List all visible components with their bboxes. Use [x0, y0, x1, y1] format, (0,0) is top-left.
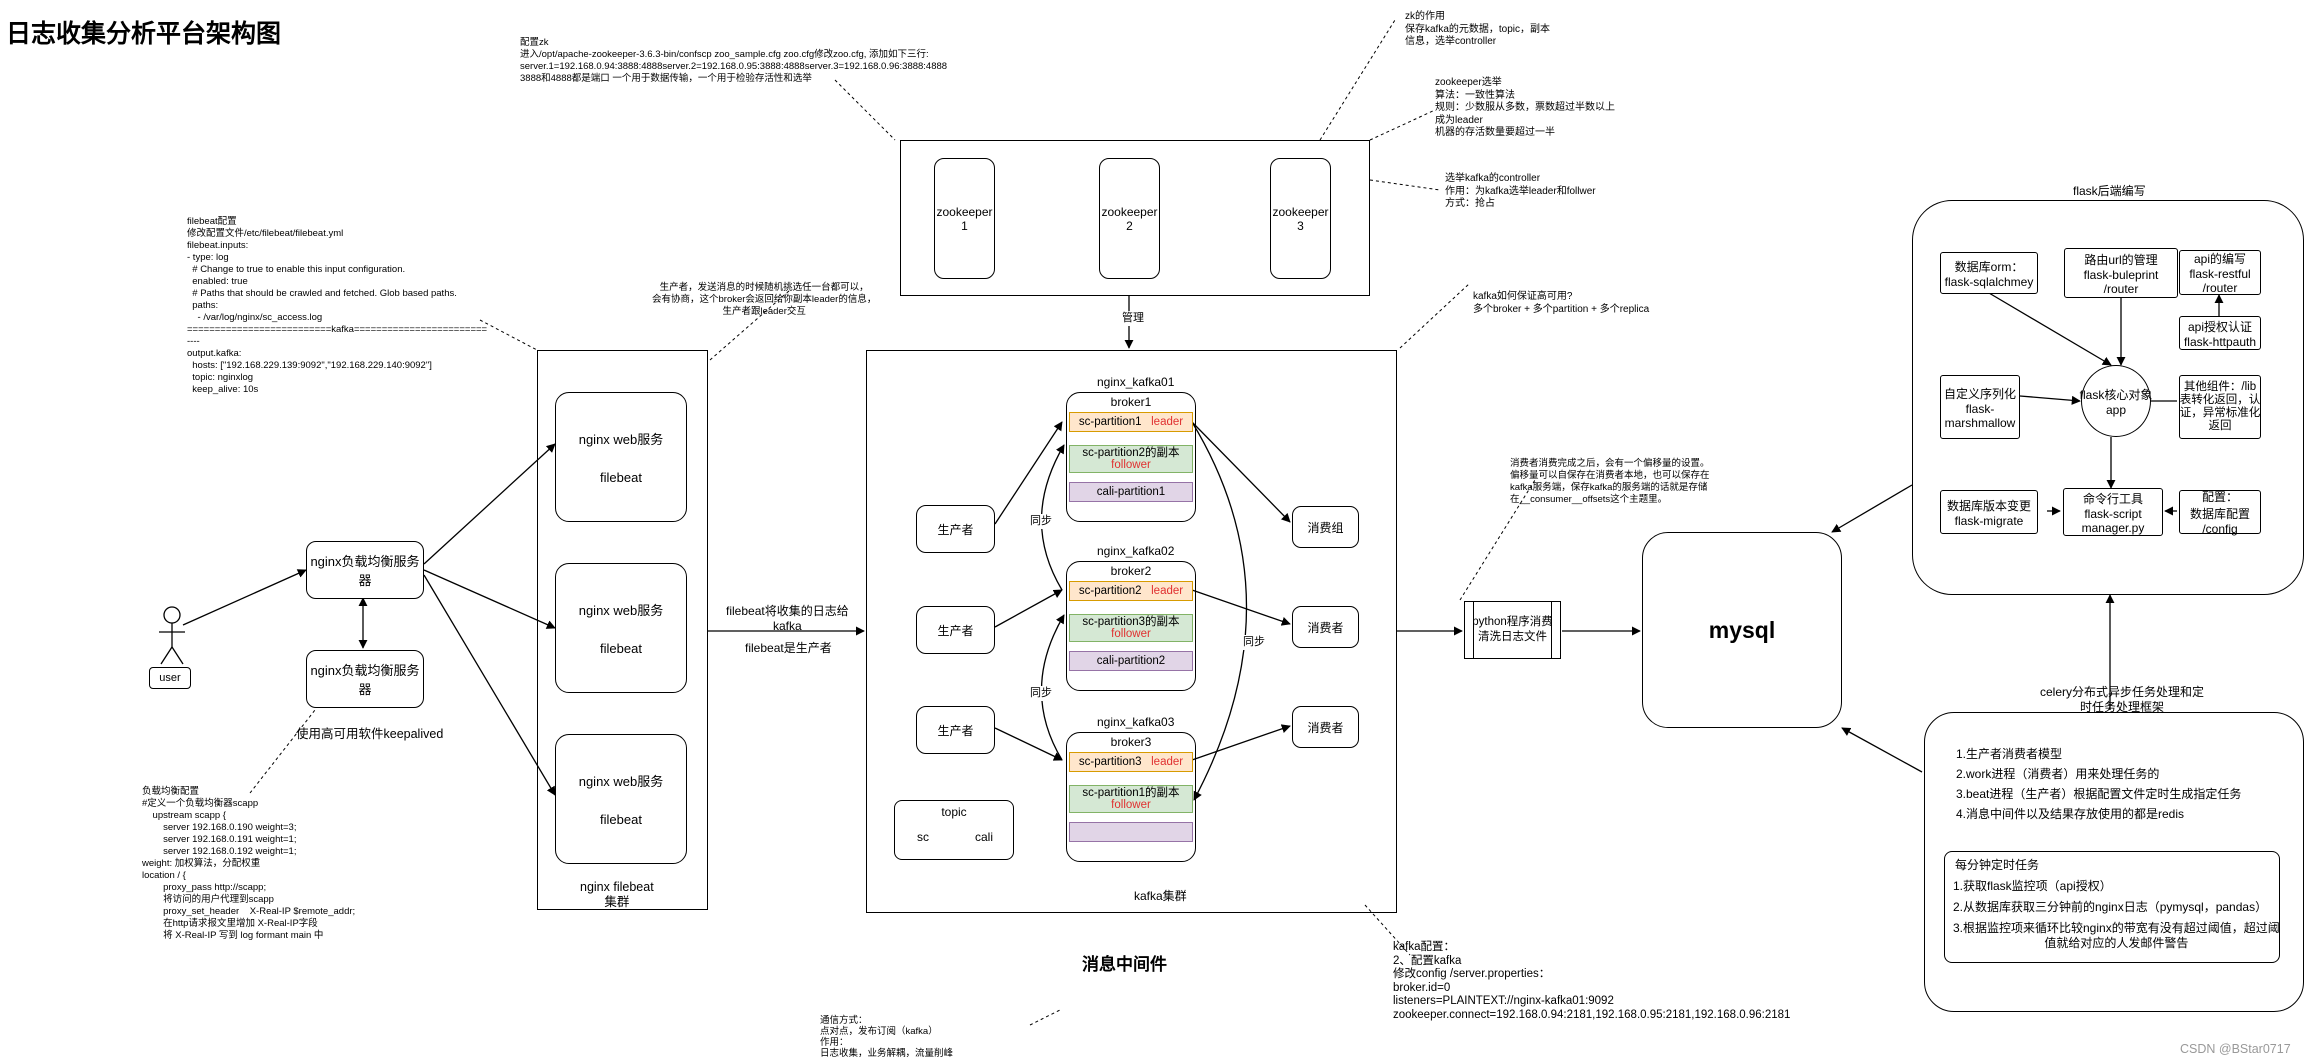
partition-cali-2: cali-partition2 [1069, 651, 1193, 671]
producer-note: 生产者，发送消息的时候随机挑选任一台都可以， 会有协商，这个broker会返回给… [652, 282, 877, 317]
broker-host-2: nginx_kafka02 [1097, 544, 1175, 558]
broker-name-1: broker1 [1110, 395, 1152, 409]
sync-label-3: 同步 [1243, 635, 1265, 650]
flask-migrate: 数据库版本变更 flask-migrate [1940, 490, 2038, 534]
scheduled-task-3: 3.根据监控项来循环比较nginx的带宽有没有超过阈值，超过阈 值就给对应的人发… [1953, 921, 2280, 950]
zk-role-note: zk的作用 保存kafka的元数据，topic，副本 信息，选举controll… [1405, 11, 1551, 47]
consumer-group: 消费组 [1292, 506, 1359, 548]
partition-cali-1: cali-partition1 [1069, 482, 1193, 502]
flask-core-app: flask核心对象 app [2080, 365, 2152, 437]
consumer-1: 消费者 [1292, 606, 1359, 648]
zk-election-note: zookeeper选举 算法：一致性算法 规则：少数服从多数，票数超过半数以上 … [1435, 77, 1615, 138]
flask-lib: 其他组件：/lib 表转化返回，认 证，异常标准化 返回 [2179, 375, 2261, 439]
filebeat-to-kafka-label: filebeat将收集的日志给 kafka [726, 604, 849, 633]
zookeeper-node-2: zookeeper 2 [1099, 158, 1160, 279]
consumer-2: 消费者 [1292, 706, 1359, 748]
nginx-filebeat-cluster [537, 350, 708, 910]
python-consumer: python程序消费 清洗日志文件 [1464, 601, 1561, 659]
celery-point-2: 2.work进程（消费者）用来处理任务的 [1956, 767, 2160, 781]
celery-framework [1924, 712, 2304, 1012]
flask-backend [1912, 200, 2304, 595]
broker-name-3: broker3 [1110, 735, 1152, 749]
flask-orm: 数据库orm： flask-sqlalchmey [1940, 252, 2038, 294]
kafka-config-note: kafka配置： 2、配置kafka 修改config /server.prop… [1393, 941, 1791, 1021]
lb-config-note: 负载均衡配置 #定义一个负载均衡器scapp upstream scapp { … [142, 786, 356, 941]
broker-3: broker3 sc-partition3 leader sc-partitio… [1066, 732, 1196, 862]
sync-label-2: 同步 [1030, 686, 1052, 701]
celery-title: celery分布式异步任务处理和定 时任务处理框架 [2040, 685, 2205, 714]
producer-3: 生产者 [916, 706, 995, 754]
scheduled-task-2: 2.从数据库获取三分钟前的nginx日志（pymysql，pandas） [1953, 900, 2268, 914]
zookeeper-node-3: zookeeper 3 [1270, 158, 1331, 279]
flask-router: 路由url的管理 flask-buleprint /router [2064, 248, 2178, 298]
watermark: CSDN @BStar0717 [2180, 1042, 2291, 1056]
topic-cali: cali [975, 830, 994, 844]
broker-name-2: broker2 [1110, 564, 1152, 578]
page-title: 日志收集分析平台架构图 [6, 20, 282, 48]
producer-2: 生产者 [916, 606, 995, 654]
celery-point-1: 1.生产者消费者模型 [1956, 747, 2063, 761]
nginx-load-balancer: nginx负载均衡服务器 [306, 541, 424, 599]
filebeat-producer-label: filebeat是生产者 [745, 641, 832, 655]
flask-httpauth: api授权认证 flask-httpauth [2179, 316, 2261, 350]
broker-2: broker2 sc-partition2 leader sc-partitio… [1066, 561, 1196, 691]
flask-script: 命令行工具 flask-script manager.py [2063, 488, 2163, 536]
kafka-cluster [866, 350, 1397, 913]
celery-point-3: 3.beat进程（生产者）根据配置文件定时生成指定任务 [1956, 787, 2242, 801]
message-middleware-label: 消息中间件 [1082, 955, 1167, 974]
scheduled-task-title: 每分钟定时任务 [1955, 858, 2040, 872]
broker-1: broker1 sc-partition1 leader sc-partitio… [1066, 392, 1196, 522]
nginx-load-balancer-backup: nginx负载均衡服务器 [306, 650, 424, 708]
topic-box: topic sc cali [894, 800, 1014, 860]
partition-sc-2-leader: sc-partition2 leader [1069, 581, 1193, 601]
celery-point-4: 4.消息中间件以及结果存放使用的都是redis [1956, 807, 2185, 821]
broker-host-1: nginx_kafka01 [1097, 375, 1175, 389]
python-consumer-label: python程序消费 清洗日志文件 [1472, 616, 1553, 643]
zookeeper-node-1: zookeeper 1 [934, 158, 995, 279]
flask-title: flask后端编写 [2073, 184, 2146, 198]
flask-restful: api的编写 flask-restful /router [2179, 250, 2261, 295]
flask-marshmallow: 自定义序列化 flask- marshmallow [1940, 375, 2020, 439]
keepalived-label: 使用高可用软件keepalived [296, 727, 444, 741]
scheduled-task-1: 1.获取flask监控项（api授权） [1953, 879, 2112, 893]
communication-note: 通信方式： 点对点，发布订阅（kafka） 作用： 日志收集，业务解耦，流量削峰 [820, 1015, 954, 1059]
zk-controller-note: 选举kafka的controller 作用：为kafka选举leader和fol… [1445, 173, 1596, 209]
filebeat-config-note: filebeat配置 修改配置文件/etc/filebeat/filebeat.… [187, 216, 488, 395]
consumer-offset-note: 消费者消费完成之后，会有一个偏移量的设置。 偏移量可以自保存在消费者本地，也可以… [1510, 458, 1710, 505]
zk-config-note: 配置zk 进入/opt/apache-zookeeper-3.6.3-bin/c… [520, 37, 948, 84]
flask-config: 配置： 数据库配置 /config [2179, 490, 2261, 536]
nginx-cluster-label: nginx filebeat 集群 [580, 880, 654, 909]
partition-empty [1069, 822, 1193, 842]
broker-host-3: nginx_kafka03 [1097, 715, 1175, 729]
topic-sc: sc [917, 830, 929, 844]
partition-sc-3-leader: sc-partition3 leader [1069, 752, 1193, 772]
partition-sc-1-leader: sc-partition1 leader [1069, 412, 1193, 432]
topic-title: topic [941, 805, 967, 819]
kafka-cluster-label: kafka集群 [1134, 889, 1187, 903]
mysql-database: mysql [1642, 532, 1842, 728]
user-label: user [149, 667, 191, 689]
sync-label-1: 同步 [1030, 514, 1052, 529]
scheduled-task-box: 每分钟定时任务 1.获取flask监控项（api授权） 2.从数据库获取三分钟前… [1944, 851, 2280, 963]
manage-label: 管理 [1122, 311, 1144, 326]
producer-1: 生产者 [916, 505, 995, 553]
kafka-ha-note: kafka如何保证高可用? 多个broker + 多个partition + 多… [1473, 291, 1650, 315]
zookeeper-cluster [900, 140, 1370, 296]
